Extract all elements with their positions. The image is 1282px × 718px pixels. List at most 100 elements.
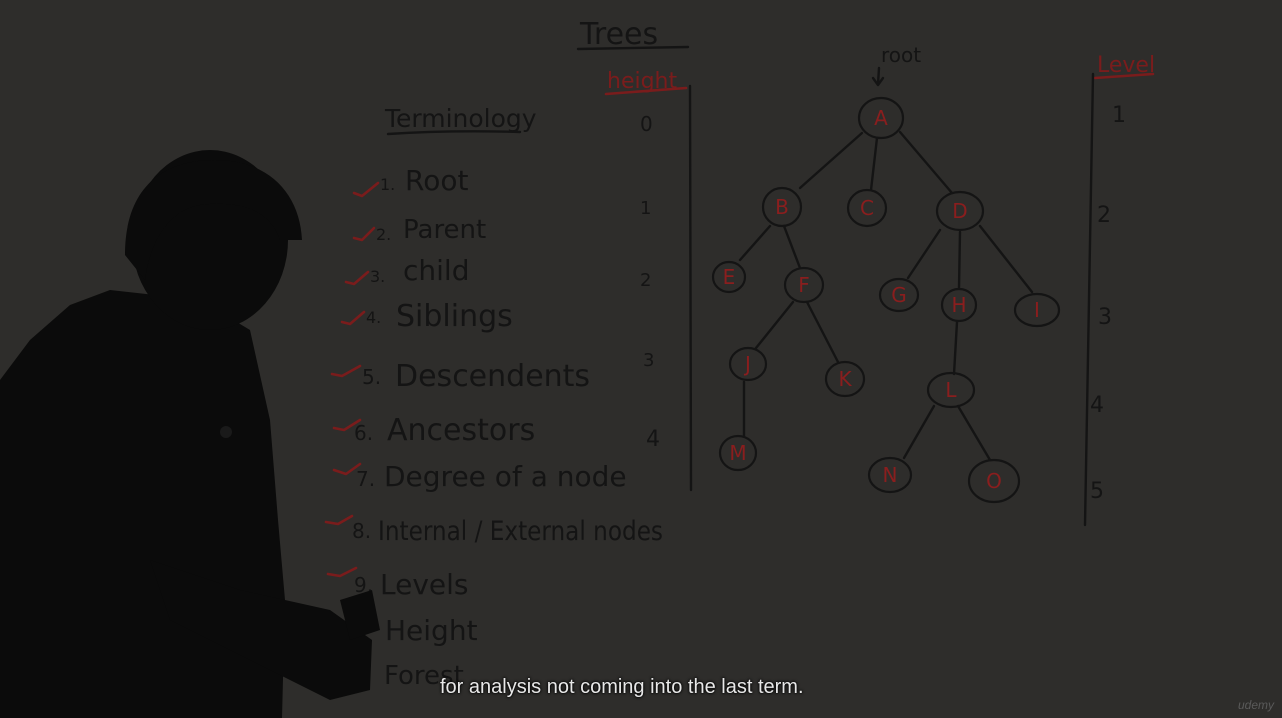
height-value: 2 <box>640 270 651 291</box>
term-number: 7. <box>356 467 375 491</box>
presenter-silhouette <box>0 150 380 718</box>
term-label: Height <box>385 614 478 647</box>
svg-text:L: L <box>945 378 957 402</box>
term-label: Forest <box>384 661 464 691</box>
height-value: 1 <box>640 198 651 219</box>
check-mark-icon <box>330 364 362 378</box>
tree-edge <box>798 131 864 190</box>
term-item: 8. Internal / External nodes <box>324 514 663 547</box>
check-mark-icon <box>352 226 376 242</box>
tree-node-o: O <box>967 458 1021 504</box>
level-value: 1 <box>1112 103 1126 128</box>
level-value: 3 <box>1098 305 1112 330</box>
video-caption: for analysis not coming into the last te… <box>440 676 804 698</box>
level-value: 4 <box>1090 393 1104 418</box>
level-values: 1 2 3 4 5 <box>1090 103 1126 504</box>
svg-text:J: J <box>743 352 751 376</box>
svg-text:M: M <box>729 441 746 465</box>
term-label: Ancestors <box>387 413 535 448</box>
level-value: 2 <box>1097 203 1111 228</box>
svg-text:O: O <box>986 469 1002 493</box>
tree-node-m: M <box>718 434 758 472</box>
term-number: 9. <box>354 573 373 597</box>
check-mark-icon <box>344 270 370 286</box>
tree-node-f: F <box>783 266 825 304</box>
term-label: Internal / External nodes <box>378 516 663 547</box>
term-item: 6. Ancestors <box>332 413 535 448</box>
term-label: child <box>403 254 469 287</box>
term-item: 3. child <box>344 254 469 287</box>
term-item: Height <box>385 614 478 647</box>
watermark-logo: udemy <box>1237 698 1274 712</box>
level-divider <box>1083 72 1095 527</box>
check-mark-icon <box>352 181 380 198</box>
svg-text:I: I <box>1034 298 1040 322</box>
height-value: 4 <box>646 427 660 452</box>
root-label: root <box>881 43 921 67</box>
tree-node-g: G <box>878 277 920 313</box>
tree-node-c: C <box>846 188 888 228</box>
term-label: Siblings <box>396 299 513 334</box>
tree-edge <box>869 136 879 192</box>
check-mark-icon <box>332 418 362 432</box>
root-arrow-icon <box>871 66 885 87</box>
tree-edges <box>738 130 1034 462</box>
tree-edge <box>805 300 840 364</box>
tree-nodes: A B C D E F G H <box>711 96 1061 504</box>
tree-node-l: L <box>926 371 976 409</box>
term-item: 9. Levels <box>326 566 469 601</box>
level-value: 5 <box>1090 479 1104 504</box>
term-item: 4. Siblings <box>340 299 513 334</box>
height-value: 3 <box>643 350 654 371</box>
term-label: Root <box>405 164 468 197</box>
tree-node-d: D <box>935 190 985 232</box>
check-mark-icon <box>340 310 366 326</box>
term-number: 2. <box>376 225 391 244</box>
term-item: 1. Root <box>352 164 468 198</box>
tree-edge <box>957 230 962 290</box>
term-number: 1. <box>380 175 395 194</box>
svg-text:E: E <box>723 265 736 289</box>
svg-text:D: D <box>952 199 967 223</box>
tree-edge <box>754 300 795 350</box>
terms-list: 1. Root 2. Parent 3. child 4. Siblings 5… <box>324 164 663 691</box>
term-item: 5. Descendents <box>330 359 590 394</box>
term-number: 4. <box>366 308 381 327</box>
tree-edge <box>902 404 936 460</box>
term-item: 7. Degree of a node <box>332 460 627 493</box>
term-number: 6. <box>354 421 373 445</box>
svg-text:K: K <box>838 367 852 391</box>
term-label: Levels <box>380 568 469 601</box>
height-values: 0 1 2 3 4 <box>640 112 660 452</box>
svg-text:B: B <box>775 195 789 219</box>
svg-text:A: A <box>874 106 888 130</box>
board-title: Trees <box>579 17 658 52</box>
tree-node-e: E <box>711 260 747 294</box>
svg-text:F: F <box>798 273 810 297</box>
term-item: Forest <box>384 661 464 691</box>
title-underline <box>576 45 690 51</box>
check-mark-icon <box>324 514 354 526</box>
check-mark-icon <box>326 566 358 578</box>
tree-node-b: B <box>761 186 803 228</box>
term-number: 8. <box>352 519 371 543</box>
svg-text:C: C <box>860 196 874 220</box>
check-mark-icon <box>332 462 362 476</box>
tree-node-n: N <box>867 456 913 494</box>
tree-edge <box>898 130 954 195</box>
height-divider <box>688 84 693 492</box>
tree-node-h: H <box>940 287 978 323</box>
tree-node-a: A <box>857 96 905 140</box>
height-underline <box>604 86 688 96</box>
tree-edge <box>782 224 802 270</box>
terminology-heading: Terminology <box>384 104 537 133</box>
height-value: 0 <box>640 112 653 136</box>
terminology-underline <box>386 130 522 136</box>
term-item: 2. Parent <box>352 215 486 245</box>
tree-node-k: K <box>824 360 866 398</box>
svg-text:N: N <box>883 463 898 487</box>
tree-node-j: J <box>728 346 768 382</box>
level-underline <box>1093 72 1155 80</box>
term-label: Parent <box>403 215 486 245</box>
